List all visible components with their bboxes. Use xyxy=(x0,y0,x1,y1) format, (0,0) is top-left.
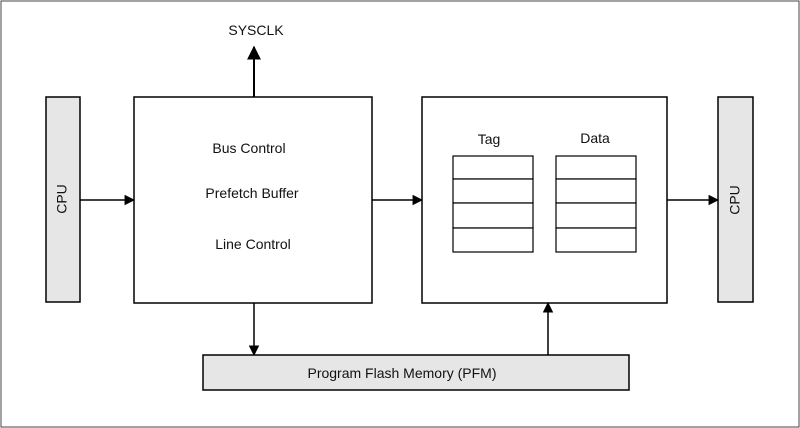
pfm-block xyxy=(202,354,630,391)
prefetch-buffer-label: Prefetch Buffer xyxy=(205,185,298,201)
data-array xyxy=(555,155,637,253)
pfm-label: Program Flash Memory (PFM) xyxy=(307,365,496,381)
cpu-left-block xyxy=(45,96,81,303)
bus-control-label: Bus Control xyxy=(212,140,285,156)
data-row xyxy=(555,227,637,253)
data-row xyxy=(555,155,637,180)
data-row xyxy=(555,202,637,229)
line-control-label: Line Control xyxy=(215,236,291,252)
sysclk-label: SYSCLK xyxy=(228,22,284,38)
tag-row xyxy=(452,155,534,180)
cpu-right-label: CPU xyxy=(727,185,743,215)
tag-row xyxy=(452,227,534,253)
tag-array xyxy=(452,155,534,253)
tag-header: Tag xyxy=(478,131,501,147)
controller-block xyxy=(133,96,373,304)
tag-row xyxy=(452,178,534,204)
tag-row xyxy=(452,202,534,229)
data-row xyxy=(555,178,637,204)
data-header: Data xyxy=(580,130,610,146)
cpu-left-label: CPU xyxy=(54,184,70,214)
cpu-right-block xyxy=(717,96,754,303)
